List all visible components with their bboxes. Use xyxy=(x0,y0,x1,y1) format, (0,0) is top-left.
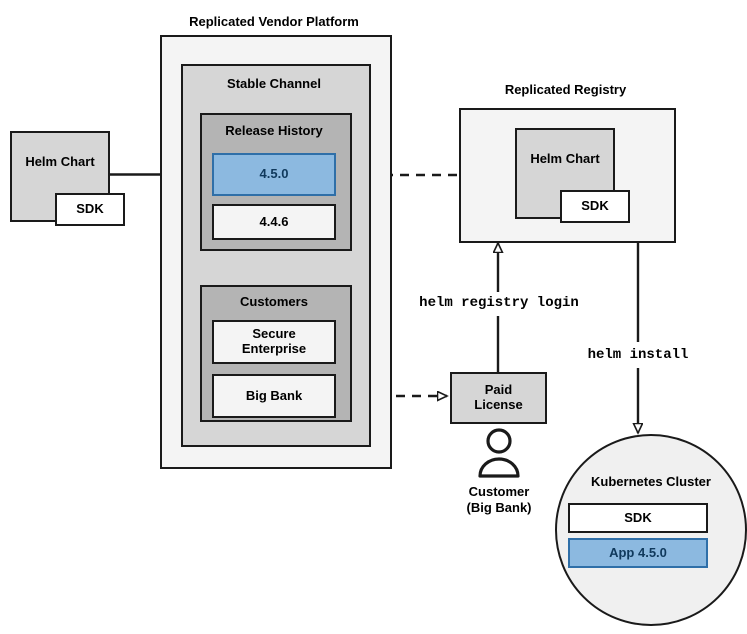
source-helm-chart-label: Helm Chart xyxy=(25,154,95,170)
registry-sdk-label: SDK xyxy=(581,198,609,214)
customer-secure-enterprise[interactable]: Secure Enterprise xyxy=(212,320,336,364)
registry-sdk-box[interactable]: SDK xyxy=(560,190,630,223)
release-version-previous[interactable]: 4.4.6 xyxy=(212,204,336,240)
customer-big-bank-label: Big Bank xyxy=(245,387,303,403)
cluster-app-box[interactable]: App 4.5.0 xyxy=(568,538,708,568)
release-version-current-label: 4.5.0 xyxy=(259,166,289,182)
source-sdk-label: SDK xyxy=(76,201,104,217)
stable-channel-label: Stable Channel xyxy=(227,76,321,91)
customer-big-bank[interactable]: Big Bank xyxy=(212,374,336,418)
paid-license-box[interactable]: Paid License xyxy=(450,372,547,424)
customers-label: Customers xyxy=(240,294,308,309)
kubernetes-cluster-label: Kubernetes Cluster xyxy=(591,474,711,489)
customer-actor-label: Customer (Big Bank) xyxy=(466,484,532,515)
release-version-current[interactable]: 4.5.0 xyxy=(212,153,336,196)
release-history-label: Release History xyxy=(225,123,323,138)
vendor-platform-title: Replicated Vendor Platform xyxy=(189,14,359,29)
paid-license-label: Paid License xyxy=(474,382,523,412)
customer-person-icon xyxy=(472,428,526,480)
release-version-previous-label: 4.4.6 xyxy=(259,213,289,229)
cluster-app-label: App 4.5.0 xyxy=(609,544,667,560)
registry-helm-chart-label: Helm Chart xyxy=(530,151,600,167)
cluster-sdk-box[interactable]: SDK xyxy=(568,503,708,533)
source-sdk-box[interactable]: SDK xyxy=(55,193,125,226)
registry-title: Replicated Registry xyxy=(504,82,627,97)
cluster-sdk-label: SDK xyxy=(624,509,652,525)
helm-install-label: helm install xyxy=(587,347,689,363)
customer-secure-enterprise-label: Secure Enterprise xyxy=(241,326,307,356)
helm-registry-login-label: helm registry login xyxy=(419,295,579,311)
